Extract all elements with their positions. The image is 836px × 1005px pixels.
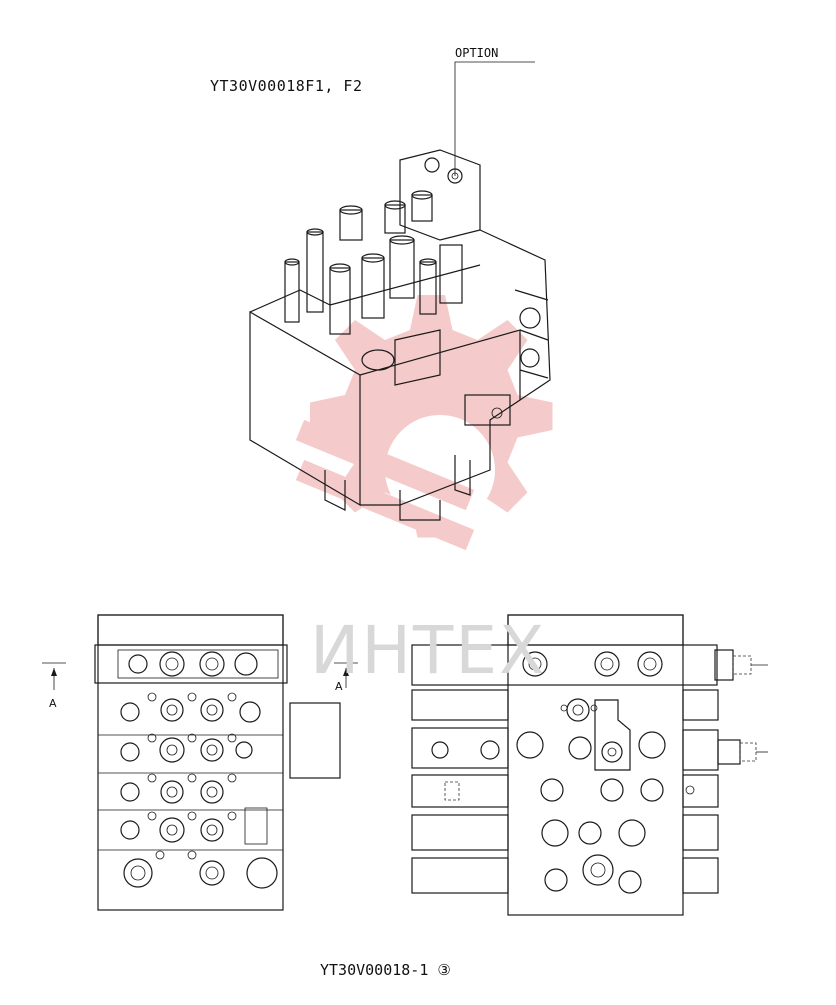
view-label-left: A — [49, 697, 57, 710]
drawing-footer: YT30V00018-1 ③ — [320, 961, 451, 979]
gear-logo-icon — [295, 295, 553, 551]
right-elevation-view — [411, 614, 768, 916]
footer-mark: ③ — [437, 961, 451, 979]
option-label: OPTION — [455, 46, 499, 60]
footer-code: YT30V00018-1 — [320, 961, 429, 979]
left-elevation-view — [42, 614, 358, 911]
watermark-text: ИНТЕХ — [310, 612, 547, 689]
view-label-right: A — [335, 680, 343, 693]
isometric-valve-drawing — [249, 61, 551, 521]
drawing-title: YT30V00018F1, F2 — [210, 77, 363, 95]
